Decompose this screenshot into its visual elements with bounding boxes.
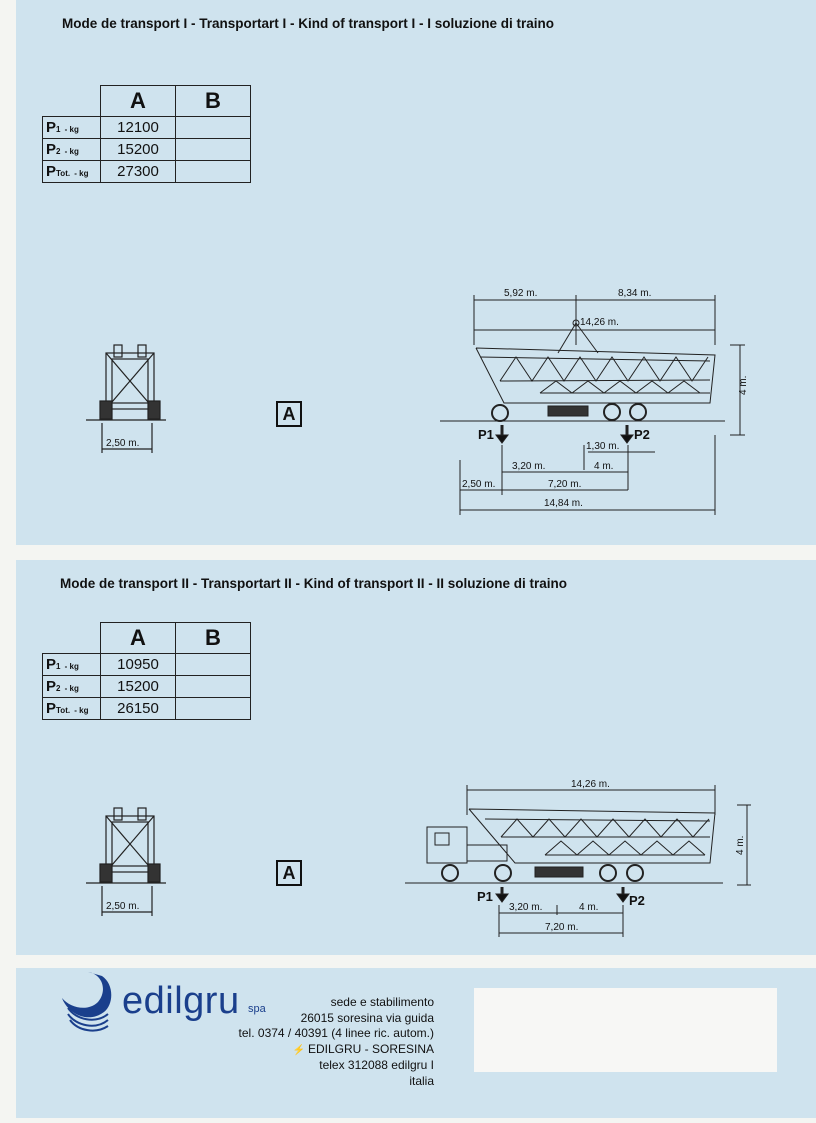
config-a-label: A bbox=[276, 401, 302, 427]
column-a-header: A bbox=[100, 85, 176, 117]
dealer-stamp-box bbox=[474, 988, 777, 1072]
brand-suffix: spa bbox=[248, 1003, 266, 1015]
table-row: P1 - kg 10950 bbox=[42, 653, 251, 676]
address-line: tel. 0374 / 40391 (4 linee ric. autom.) bbox=[238, 1026, 434, 1041]
column-a-header: A bbox=[100, 622, 176, 654]
address-line: ⚡ EDILGRU - SORESINA bbox=[292, 1041, 434, 1056]
brand-name: edilgru bbox=[122, 980, 240, 1022]
front-width-label: 2,50 m. bbox=[106, 438, 139, 449]
row-label: P2 - kg bbox=[42, 675, 101, 698]
edilgru-logo-icon bbox=[62, 972, 112, 1032]
dim-top-total: 14,26 m. bbox=[571, 779, 610, 790]
table-row: PTot. - kg 27300 bbox=[42, 160, 251, 183]
dim-3-20: 3,20 m. bbox=[509, 902, 542, 913]
transport-1-weight-table: A B P1 - kg 12100 P2 - kg 15200 PTot. - … bbox=[42, 85, 251, 183]
cell-b bbox=[175, 138, 251, 161]
table-row: PTot. - kg 26150 bbox=[42, 697, 251, 720]
p2-label: P2 bbox=[629, 893, 645, 908]
config-a-label: A bbox=[276, 860, 302, 886]
dim-top-left: 5,92 m. bbox=[504, 288, 537, 299]
dim-14-84: 14,84 m. bbox=[544, 498, 583, 509]
transport-2-weight-table: A B P1 - kg 10950 P2 - kg 15200 PTot. - … bbox=[42, 622, 251, 720]
dim-height: 4 m. bbox=[738, 376, 749, 395]
row-label: P1 - kg bbox=[42, 116, 101, 139]
row-label: P1 - kg bbox=[42, 653, 101, 676]
dim-top-total: 14,26 m. bbox=[580, 317, 619, 328]
cell-b bbox=[175, 160, 251, 183]
transport-1-front-view: 2,50 m. bbox=[86, 344, 166, 453]
cell-a: 27300 bbox=[100, 160, 176, 183]
dim-4: 4 m. bbox=[579, 902, 598, 913]
front-width-label: 2,50 m. bbox=[106, 901, 139, 912]
table-row: P1 - kg 12100 bbox=[42, 116, 251, 139]
column-b-header: B bbox=[175, 622, 251, 654]
address-line: sede e stabilimento bbox=[330, 995, 434, 1009]
telegram-icon: ⚡ bbox=[292, 1044, 308, 1056]
dim-4: 4 m. bbox=[594, 461, 613, 472]
row-label: PTot. - kg bbox=[42, 697, 101, 720]
dim-7-20: 7,20 m. bbox=[545, 922, 578, 933]
cell-a: 12100 bbox=[100, 116, 176, 139]
p2-label: P2 bbox=[634, 427, 650, 442]
cell-b bbox=[175, 697, 251, 720]
address-line: italia bbox=[409, 1073, 434, 1088]
table-row: P2 - kg 15200 bbox=[42, 675, 251, 698]
row-label: PTot. - kg bbox=[42, 160, 101, 183]
address-line: 26015 soresina via guida bbox=[300, 1010, 434, 1025]
dim-3-20: 3,20 m. bbox=[512, 461, 545, 472]
cell-a: 26150 bbox=[100, 697, 176, 720]
row-label: P2 - kg bbox=[42, 138, 101, 161]
cell-a: 15200 bbox=[100, 675, 176, 698]
dim-7-20: 7,20 m. bbox=[548, 479, 581, 490]
transport-2-front-view: 2,50 m. bbox=[86, 807, 166, 916]
cell-b bbox=[175, 116, 251, 139]
cell-a: 15200 bbox=[100, 138, 176, 161]
column-b-header: B bbox=[175, 85, 251, 117]
transport-2-side-view: 14,26 m. 4 m. P1 P2 3,20 m. 4 m. 7,20 m. bbox=[405, 779, 751, 937]
p1-label: P1 bbox=[477, 889, 493, 904]
address-line: telex 312088 edilgru I bbox=[319, 1058, 434, 1073]
company-address: sede e stabilimento 26015 soresina via g… bbox=[210, 995, 434, 1090]
dim-offset: 1,30 m. bbox=[586, 441, 619, 452]
dim-top-right: 8,34 m. bbox=[618, 288, 651, 299]
table-row: P2 - kg 15200 bbox=[42, 138, 251, 161]
p1-label: P1 bbox=[478, 427, 494, 442]
transport-2-heading: Mode de transport II - Transportart II -… bbox=[60, 576, 568, 591]
cell-b bbox=[175, 653, 251, 676]
dim-2-50: 2,50 m. bbox=[462, 479, 495, 490]
dim-height: 4 m. bbox=[735, 836, 746, 855]
transport-1-side-view: 5,92 m. 8,34 m. 14,26 m. 4 m. P1 P2 1,30… bbox=[440, 288, 749, 515]
transport-1-heading: Mode de transport I - Transportart I - K… bbox=[62, 16, 555, 31]
cell-a: 10950 bbox=[100, 653, 176, 676]
cell-b bbox=[175, 675, 251, 698]
